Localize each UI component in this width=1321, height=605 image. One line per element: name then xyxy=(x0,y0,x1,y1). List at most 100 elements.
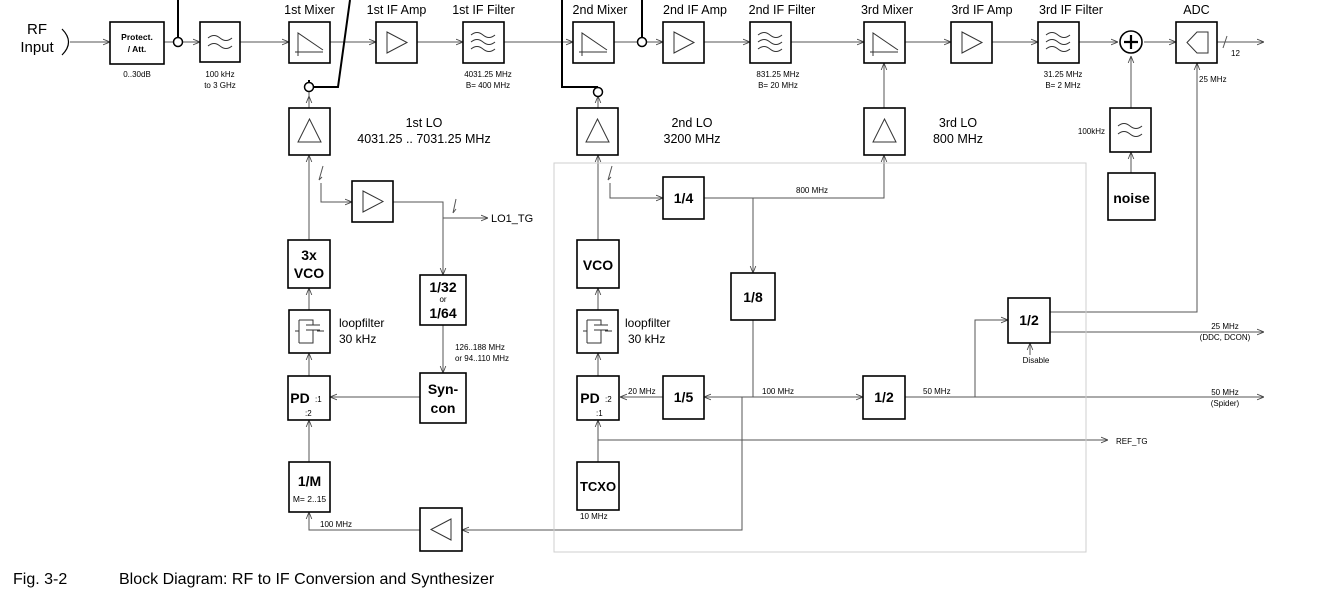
svg-text:30 kHz: 30 kHz xyxy=(628,332,665,346)
svg-text:con: con xyxy=(431,400,456,416)
svg-text:or 94..110 MHz: or 94..110 MHz xyxy=(455,354,509,363)
mixer-3-title: 3rd Mixer xyxy=(861,3,913,17)
svg-text:12: 12 xyxy=(1231,49,1240,58)
adc-block xyxy=(1175,21,1218,64)
svg-text:30 kHz: 30 kHz xyxy=(339,332,376,346)
svg-text:B= 400 MHz: B= 400 MHz xyxy=(466,81,510,90)
svg-text::2: :2 xyxy=(305,409,312,418)
divider-32-64-block: 1/32 or 1/64 xyxy=(419,274,467,326)
svg-text:2nd LO: 2nd LO xyxy=(671,116,712,130)
svg-text:1/4: 1/4 xyxy=(674,190,694,206)
divider-4-block: 1/4 xyxy=(662,176,705,220)
svg-text:1/64: 1/64 xyxy=(429,305,456,321)
rf-input-label-2: Input xyxy=(20,39,54,56)
bypass-node-1 xyxy=(172,36,184,48)
lo3-amp-block xyxy=(863,107,906,156)
loopfilter-2-block xyxy=(576,309,619,354)
divider-2-25mhz-block: 1/2 xyxy=(1007,297,1051,344)
mixer-1-block xyxy=(288,21,331,64)
svg-text:1/32: 1/32 xyxy=(429,279,456,295)
ref-buffer-amp-block xyxy=(419,507,463,552)
svg-text:831.25 MHz: 831.25 MHz xyxy=(756,70,799,79)
svg-text:1st LO: 1st LO xyxy=(406,116,443,130)
svg-text:M= 2..15: M= 2..15 xyxy=(293,494,327,504)
divider-5-block: 1/5 xyxy=(662,375,705,420)
svg-text:3rd LO: 3rd LO xyxy=(939,116,977,130)
lo1-amp-block xyxy=(288,107,331,156)
if-amp-3-title: 3rd IF Amp xyxy=(951,3,1012,17)
svg-text:1/8: 1/8 xyxy=(743,289,763,305)
if-filter-2-title: 2nd IF Filter xyxy=(749,3,816,17)
svg-text:loopfilter: loopfilter xyxy=(339,316,384,330)
svg-text:REF_TG: REF_TG xyxy=(1116,437,1148,446)
if-filter-3-block xyxy=(1037,21,1080,64)
svg-text:20 MHz: 20 MHz xyxy=(628,387,656,396)
svg-text:25 MHz: 25 MHz xyxy=(1211,322,1239,331)
svg-text::2: :2 xyxy=(605,395,612,404)
svg-text:noise: noise xyxy=(1113,190,1150,206)
svg-text:LO1_TG: LO1_TG xyxy=(491,213,533,225)
mixer-1-title: 1st Mixer xyxy=(284,3,335,17)
svg-text:B= 20 MHz: B= 20 MHz xyxy=(758,81,798,90)
synthesizer-group-box xyxy=(553,162,1087,553)
if-amp-1-block xyxy=(375,21,418,64)
svg-text:0..30dB: 0..30dB xyxy=(123,70,151,79)
lo2-node xyxy=(592,86,604,98)
svg-text::1: :1 xyxy=(315,395,322,404)
adc-title: ADC xyxy=(1183,3,1209,17)
svg-text:4031.25 MHz: 4031.25 MHz xyxy=(464,70,512,79)
annotations: 0..30dB 100 kHz to 3 GHz 4031.25 MHz B= … xyxy=(123,49,1250,529)
svg-text:31.25 MHz: 31.25 MHz xyxy=(1044,70,1083,79)
if-filter-3-title: 3rd IF Filter xyxy=(1039,3,1103,17)
if-filter-1-block xyxy=(462,21,505,64)
noise-filter-block xyxy=(1109,107,1152,153)
noise-block: noise xyxy=(1107,172,1156,221)
svg-text:10 MHz: 10 MHz xyxy=(580,512,608,521)
svg-text:25 MHz: 25 MHz xyxy=(1199,75,1227,84)
svg-text:4031.25 .. 7031.25 MHz: 4031.25 .. 7031.25 MHz xyxy=(357,132,490,146)
if-filter-2-block xyxy=(749,21,792,64)
svg-text:loopfilter: loopfilter xyxy=(625,316,670,330)
svg-text::1: :1 xyxy=(596,409,603,418)
syncon-block: Syn- con xyxy=(419,372,467,424)
mixer-2-title: 2nd Mixer xyxy=(573,3,628,17)
if-amp-3-block xyxy=(950,21,993,64)
svg-text:3200 MHz: 3200 MHz xyxy=(664,132,721,146)
mixer-3-block xyxy=(863,21,906,64)
svg-text:TCXO: TCXO xyxy=(580,479,616,494)
lo1-node xyxy=(303,81,315,93)
figure-caption-text: Block Diagram: RF to IF Conversion and S… xyxy=(119,571,495,588)
svg-text:1/2: 1/2 xyxy=(874,389,894,405)
divider-m-block: 1/M M= 2..15 xyxy=(288,461,331,513)
svg-text:100 kHz: 100 kHz xyxy=(205,70,234,79)
lo1-tg-amp-block xyxy=(351,180,394,223)
svg-text:Syn-: Syn- xyxy=(428,381,459,397)
vco-block: VCO xyxy=(576,239,620,289)
input-filter-block xyxy=(199,21,241,63)
if-amp-2-block xyxy=(662,21,705,64)
protect-attenuator-block: Protect. / Att. xyxy=(109,21,165,65)
svg-text:800 MHz: 800 MHz xyxy=(796,186,828,195)
svg-text:50 MHz: 50 MHz xyxy=(1211,388,1239,397)
svg-text:(Spider): (Spider) xyxy=(1211,399,1240,408)
if-filter-1-title: 1st IF Filter xyxy=(452,3,515,17)
phase-detector-1-block: PD :1 :2 xyxy=(287,375,331,421)
svg-text:1/M: 1/M xyxy=(298,473,321,489)
svg-text:VCO: VCO xyxy=(294,265,324,281)
tcxo-block: TCXO xyxy=(576,461,620,511)
svg-text:3x: 3x xyxy=(301,247,317,263)
mixer-2-block xyxy=(572,21,615,64)
svg-text:Disable: Disable xyxy=(1023,356,1050,365)
rf-input-connector xyxy=(61,28,70,56)
svg-text:126..188 MHz: 126..188 MHz xyxy=(455,343,505,352)
bypass-node-2 xyxy=(636,36,648,48)
svg-text:to 3 GHz: to 3 GHz xyxy=(204,81,236,90)
lo2-amp-block xyxy=(576,107,619,156)
vco-3x-block: 3x VCO xyxy=(287,239,331,289)
svg-text:PD: PD xyxy=(290,390,309,406)
if-amp-1-title: 1st IF Amp xyxy=(367,3,427,17)
wires xyxy=(70,0,1264,530)
svg-text:Protect.: Protect. xyxy=(121,32,153,42)
svg-text:B= 2 MHz: B= 2 MHz xyxy=(1045,81,1080,90)
figure-number: Fig. 3-2 xyxy=(13,571,68,588)
